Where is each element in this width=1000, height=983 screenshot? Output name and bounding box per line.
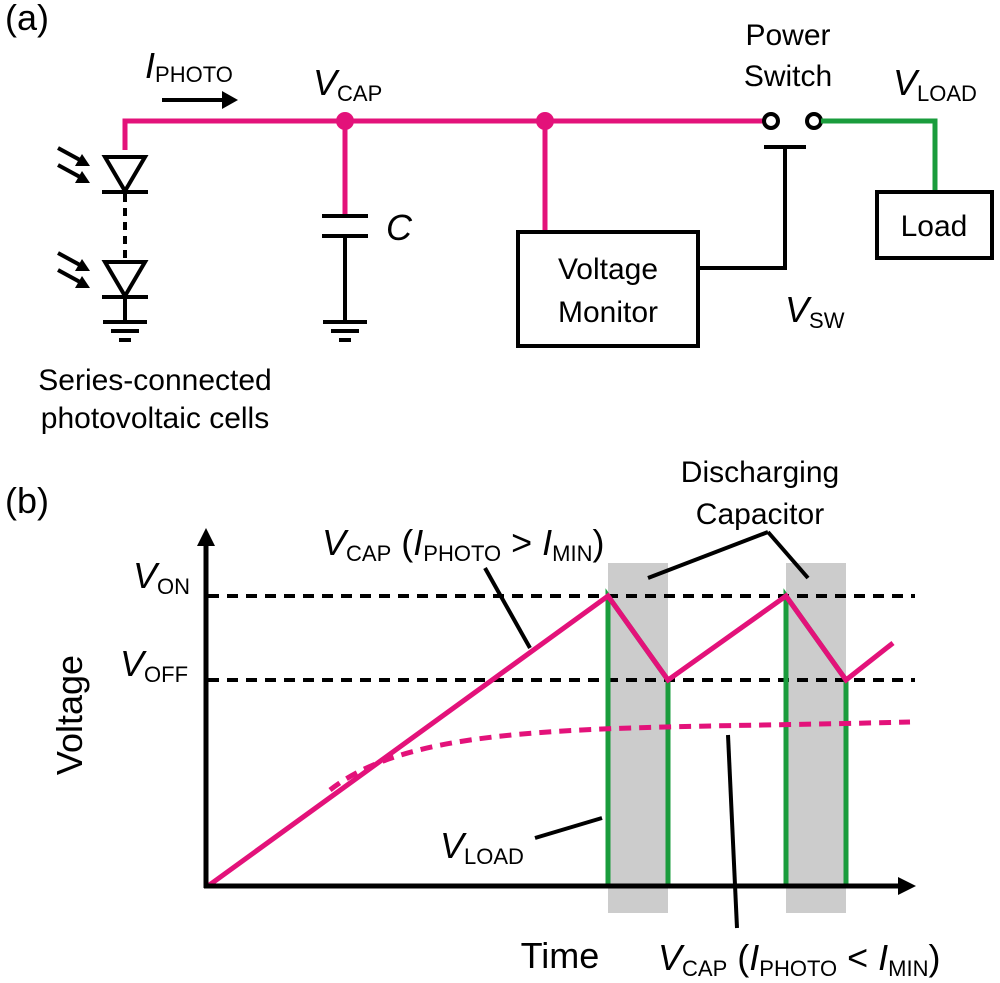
- vcap-node-label: VCAP: [313, 62, 382, 106]
- cells-caption-line2: photovoltaic cells: [41, 402, 269, 435]
- load-label: Load: [901, 210, 968, 243]
- vload-trace-label: VLOAD: [440, 825, 524, 869]
- vcap-high-trace: [206, 592, 895, 889]
- panel-a-label: (a): [5, 0, 49, 38]
- x-axis-label: Time: [521, 935, 600, 976]
- voltage-monitor-box: [516, 230, 700, 348]
- i-photo-label: IPHOTO: [145, 45, 233, 87]
- vload-pointer: [534, 816, 603, 840]
- power-switch-line2: Switch: [744, 60, 832, 93]
- vcap-low-pointer: [726, 734, 739, 929]
- vsw-label: VSW: [785, 289, 845, 333]
- panel-a: (a) IPHOTO VCAP: [5, 0, 994, 435]
- vcap-junction-2: [536, 112, 554, 130]
- vcap-wires: [122, 118, 765, 232]
- axes: [197, 528, 916, 895]
- light-arrows-icon: [57, 146, 90, 288]
- discharging-pointer-2: [766, 530, 810, 580]
- load-box: [875, 190, 994, 260]
- discharging-label-line2: Capacitor: [696, 498, 824, 531]
- vload-wire: [821, 118, 938, 192]
- capacitor-label: C: [386, 207, 413, 248]
- switch-control-wire: [698, 148, 787, 270]
- discharge-region-2: [786, 563, 846, 913]
- switch-contact-left: [762, 112, 780, 130]
- vcap-low-label: VCAP (IPHOTO < IMIN): [658, 937, 940, 981]
- vcap-high-pointer: [483, 567, 532, 649]
- voltage-monitor-line1: Voltage: [558, 253, 658, 286]
- panel-b-label: (b): [5, 480, 49, 521]
- switch-contact-right: [805, 112, 823, 130]
- power-switch-line1: Power: [745, 19, 830, 52]
- discharge-region-1: [608, 563, 668, 913]
- panel-b: (b) Voltage Time VON VOFF Discharging Ca…: [5, 456, 940, 981]
- current-arrow: [162, 91, 238, 109]
- discharging-label-line1: Discharging: [681, 456, 839, 489]
- photovoltaic-cells: [101, 155, 149, 342]
- discharging-pointer-1: [647, 530, 769, 580]
- v-on-label: VON: [133, 555, 190, 599]
- v-off-label: VOFF: [120, 643, 188, 687]
- cells-caption-line1: Series-connected: [38, 364, 271, 397]
- vcap-junction-1: [336, 112, 354, 130]
- capacitor: [322, 214, 368, 342]
- vcap-high-label: VCAP (IPHOTO > IMIN): [322, 522, 604, 566]
- y-axis-label: Voltage: [49, 655, 90, 775]
- voltage-monitor-line2: Monitor: [558, 296, 658, 329]
- vload-node-label: VLOAD: [893, 62, 977, 106]
